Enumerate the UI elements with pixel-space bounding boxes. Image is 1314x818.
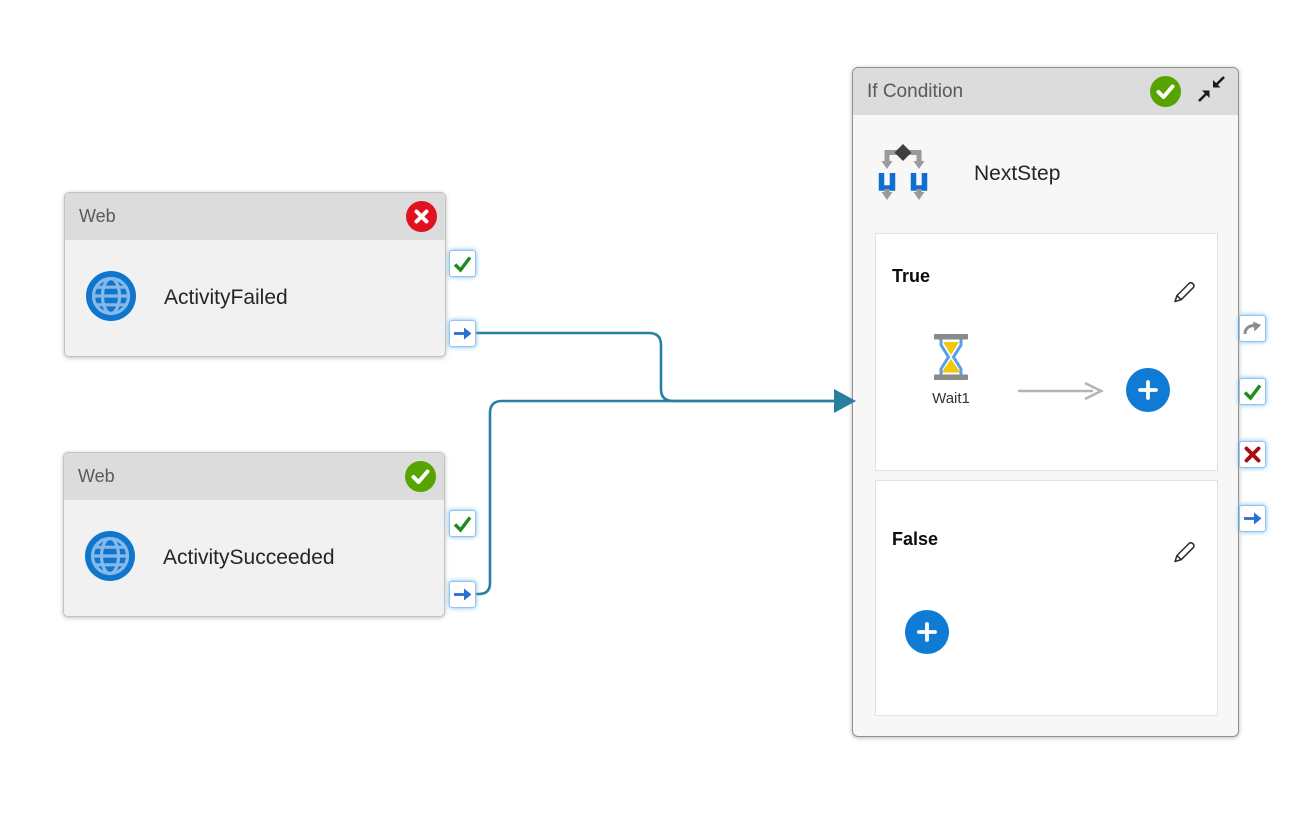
check-icon [1243, 384, 1262, 401]
activity-node-activitysucceeded[interactable]: Web ActivityS [63, 452, 445, 617]
right-arrow-icon [454, 327, 472, 340]
activity-node-activityfailed[interactable]: Web ActivityF [64, 192, 446, 357]
port-success-ifcondition[interactable] [1239, 378, 1266, 405]
web-activity-icon [85, 270, 137, 327]
plus-icon [917, 622, 937, 642]
curved-arrow-icon [1243, 321, 1261, 335]
pencil-icon [1174, 541, 1195, 563]
edit-true-activities-button[interactable] [1170, 278, 1198, 306]
activity-type-label: Web [79, 206, 116, 226]
port-output-ifcondition[interactable] [1239, 505, 1266, 532]
port-success-activityfailed[interactable] [449, 250, 476, 277]
status-failed-icon [406, 201, 437, 232]
x-icon [1244, 446, 1261, 463]
true-branch-panel[interactable]: True Wait1 [875, 233, 1218, 471]
check-icon [453, 256, 472, 273]
plus-icon [1138, 380, 1158, 400]
activity-header: Web [64, 453, 444, 500]
connector-activitysucceeded-to-ifcondition [473, 399, 836, 596]
wait-activity-name: Wait1 [932, 390, 970, 407]
if-condition-header: If Condition [853, 68, 1238, 115]
activity-name: NextStep [974, 162, 1061, 185]
wait-activity[interactable]: Wait1 [920, 334, 982, 407]
add-activity-false-button[interactable] [905, 610, 949, 654]
collapse-icon[interactable] [1194, 74, 1228, 109]
activity-header: Web [65, 193, 445, 240]
port-success-activitysucceeded[interactable] [449, 510, 476, 537]
sequence-arrow-icon [1017, 380, 1109, 407]
false-branch-panel[interactable]: False [875, 480, 1218, 716]
right-arrow-icon [454, 588, 472, 601]
if-condition-node[interactable]: If Condition [852, 67, 1239, 737]
web-activity-icon [84, 530, 136, 587]
port-output-activitysucceeded[interactable] [449, 581, 476, 608]
if-condition-title-row: NextStep [878, 143, 1060, 205]
port-failure-ifcondition[interactable] [1239, 441, 1266, 468]
port-skipped-ifcondition[interactable] [1239, 315, 1266, 342]
connector-activityfailed-to-ifcondition [474, 331, 836, 403]
true-branch-label: True [892, 266, 931, 286]
status-succeeded-icon [405, 461, 436, 492]
right-arrow-icon [1244, 512, 1262, 525]
pencil-icon [1174, 281, 1195, 303]
hourglass-icon [933, 334, 969, 384]
activity-body: ActivitySucceeded [64, 500, 444, 616]
port-output-activityfailed[interactable] [449, 320, 476, 347]
status-succeeded-icon [1150, 76, 1181, 107]
add-activity-true-button[interactable] [1126, 368, 1170, 412]
activity-name: ActivityFailed [164, 286, 288, 309]
if-condition-icon [878, 143, 928, 206]
activity-type-label: If Condition [867, 80, 964, 102]
check-icon [453, 516, 472, 533]
activity-body: ActivityFailed [65, 240, 445, 356]
false-branch-label: False [892, 529, 939, 549]
activity-type-label: Web [78, 466, 115, 486]
edit-false-activities-button[interactable] [1170, 538, 1198, 566]
activity-name: ActivitySucceeded [163, 546, 335, 569]
